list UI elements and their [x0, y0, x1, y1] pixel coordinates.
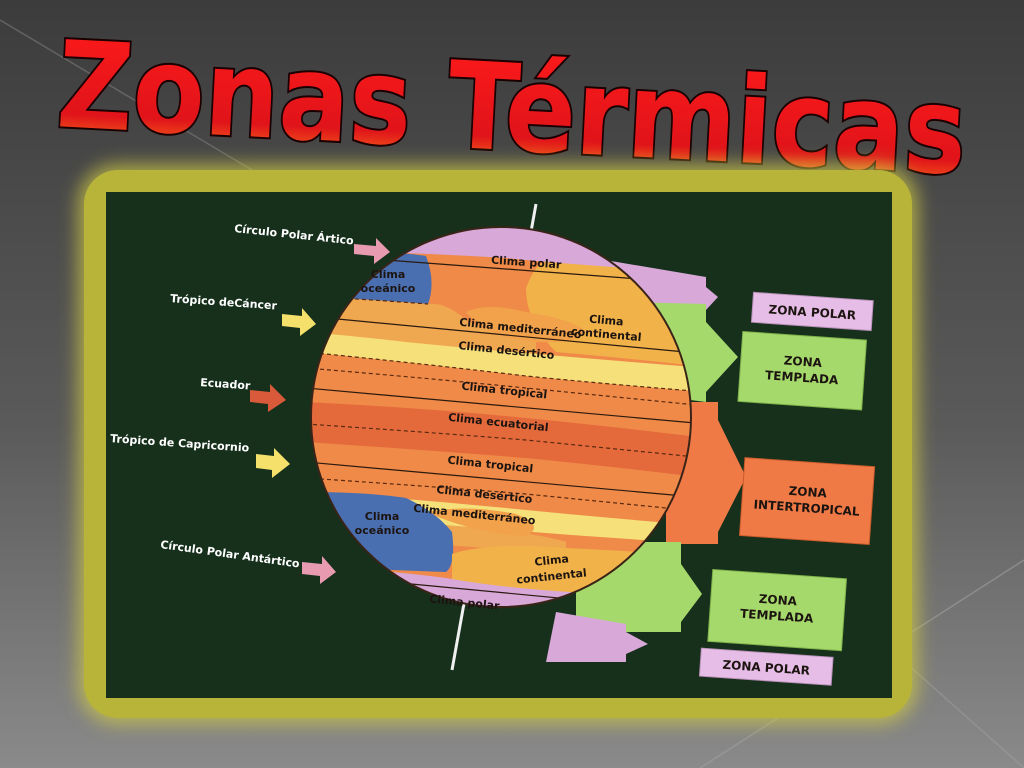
band-desert-north — [311, 332, 691, 392]
zone-intertropical: ZONA INTERTROPICAL — [738, 457, 876, 546]
arrow-zona-polar-south — [546, 612, 648, 662]
zone-intertropical-label-1: ZONA — [788, 484, 828, 501]
label-clima-continental-south: Clima — [534, 552, 570, 569]
zone-templada-north-label-1: ZONA — [783, 353, 823, 370]
zone-boxes: ZONA POLAR ZONA TEMPLADA ZONA INTERTROPI… — [698, 291, 876, 686]
arrow-tropico-cancer — [282, 308, 316, 336]
zone-polar-north-label: ZONA POLAR — [768, 302, 856, 322]
label-circulo-polar-antartico: Círculo Polar Antártico — [160, 538, 301, 570]
label-circulo-polar-artico: Círculo Polar Ártico — [234, 222, 355, 248]
label-clima-continental-north-2: continental — [571, 325, 642, 344]
zone-polar-south-label: ZONA POLAR — [722, 658, 810, 678]
zone-templada-south-label-1: ZONA — [758, 592, 798, 609]
label-clima-continental-north: Clima — [589, 313, 625, 329]
band-polar-south — [311, 566, 691, 607]
label-clima-oceanico-south-2: oceánico — [355, 524, 410, 537]
label-clima-oceanico-south: Clima — [365, 510, 400, 523]
zone-polar-south: ZONA POLAR — [698, 647, 834, 686]
arrow-tropico-capricornio — [256, 448, 290, 478]
zone-polar-north: ZONA POLAR — [750, 291, 874, 332]
mediterranean-lens-south — [426, 508, 534, 536]
label-ecuador: Ecuador — [200, 376, 252, 393]
band-equatorial — [311, 402, 691, 478]
label-clima-oceanico-north: Clima — [371, 268, 406, 281]
arrow-circulo-polar-antartico — [302, 556, 336, 584]
label-clima-oceanico-north-2: oceánico — [361, 282, 416, 295]
arrow-circulo-polar-artico — [354, 238, 390, 264]
zone-templada-south-label-2: TEMPLADA — [740, 607, 815, 626]
zone-templada-south: ZONA TEMPLADA — [707, 568, 848, 652]
band-mediterranean-north — [311, 296, 536, 354]
slide-title: Zonas Térmicas — [52, 14, 972, 200]
label-tropico-capricornio: Trópico de Capricornio — [110, 432, 250, 455]
label-tropico-cancer: Trópico deCáncer — [170, 292, 278, 312]
band-oceanic-north — [311, 250, 432, 304]
zone-templada-north-label-2: TEMPLADA — [765, 368, 840, 387]
arrow-ecuador — [250, 384, 286, 412]
zone-templada-north: ZONA TEMPLADA — [737, 330, 868, 411]
thermal-zones-diagram: Clima polar Clima oceánico Clima contine… — [106, 192, 892, 698]
label-clima-polar-north: Clima polar — [491, 254, 563, 272]
diagram-canvas: Clima polar Clima oceánico Clima contine… — [110, 203, 876, 686]
globe-outline — [310, 226, 692, 608]
